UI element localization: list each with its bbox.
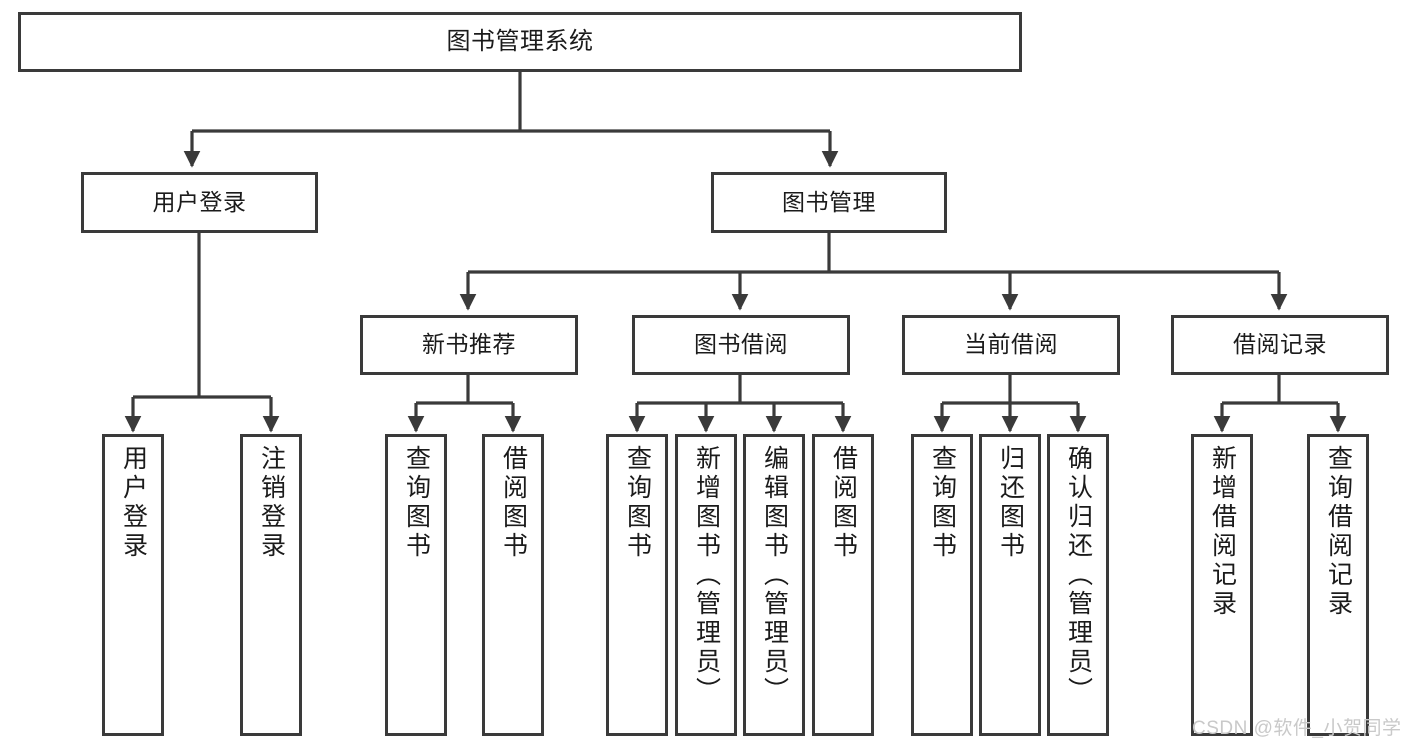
node-leaf-borrow-book-2-label: 借阅图书 — [829, 445, 858, 561]
node-new-book-rec[interactable]: 新书推荐 — [360, 315, 578, 375]
node-leaf-user-login-label: 用户登录 — [119, 445, 148, 561]
node-leaf-edit-book-label: 编辑图书（管理员） — [760, 445, 789, 706]
node-book-manage[interactable]: 图书管理 — [711, 172, 947, 233]
watermark-text: CSDN @软件_小贺同学 — [1192, 718, 1402, 739]
node-leaf-query-book-2[interactable]: 查询图书 — [606, 434, 668, 736]
node-leaf-query-book-3-label: 查询图书 — [928, 445, 957, 561]
node-leaf-add-book-label: 新增图书（管理员） — [692, 445, 721, 706]
node-book-manage-label: 图书管理 — [782, 188, 876, 215]
node-leaf-add-book[interactable]: 新增图书（管理员） — [675, 434, 737, 736]
node-leaf-confirm-return[interactable]: 确认归还（管理员） — [1047, 434, 1109, 736]
node-leaf-user-logout[interactable]: 注销登录 — [240, 434, 302, 736]
node-book-borrow-label: 图书借阅 — [694, 331, 788, 358]
node-user-login-label: 用户登录 — [152, 188, 247, 215]
node-new-book-rec-label: 新书推荐 — [422, 331, 516, 358]
node-leaf-query-record[interactable]: 查询借阅记录 — [1307, 434, 1369, 736]
node-leaf-query-book-1-label: 查询图书 — [402, 445, 431, 561]
node-leaf-add-record[interactable]: 新增借阅记录 — [1191, 434, 1253, 736]
node-leaf-return-book[interactable]: 归还图书 — [979, 434, 1041, 736]
node-current-borrow-label: 当前借阅 — [964, 331, 1058, 358]
node-borrow-record[interactable]: 借阅记录 — [1171, 315, 1389, 375]
node-borrow-record-label: 借阅记录 — [1233, 331, 1327, 358]
node-leaf-user-login[interactable]: 用户登录 — [102, 434, 164, 736]
node-leaf-add-record-label: 新增借阅记录 — [1208, 445, 1237, 619]
node-leaf-query-book-3[interactable]: 查询图书 — [911, 434, 973, 736]
node-leaf-borrow-book-1-label: 借阅图书 — [499, 445, 528, 561]
node-root[interactable]: 图书管理系统 — [18, 12, 1022, 72]
node-leaf-borrow-book-1[interactable]: 借阅图书 — [482, 434, 544, 736]
node-book-borrow[interactable]: 图书借阅 — [632, 315, 850, 375]
node-leaf-query-book-2-label: 查询图书 — [623, 445, 652, 561]
node-user-login[interactable]: 用户登录 — [81, 172, 318, 233]
node-leaf-user-logout-label: 注销登录 — [257, 445, 286, 561]
node-leaf-return-book-label: 归还图书 — [996, 445, 1025, 561]
node-leaf-edit-book[interactable]: 编辑图书（管理员） — [743, 434, 805, 736]
node-leaf-query-book-1[interactable]: 查询图书 — [385, 434, 447, 736]
node-leaf-confirm-return-label: 确认归还（管理员） — [1064, 445, 1093, 706]
node-leaf-borrow-book-2[interactable]: 借阅图书 — [812, 434, 874, 736]
node-leaf-query-record-label: 查询借阅记录 — [1324, 445, 1353, 619]
node-current-borrow[interactable]: 当前借阅 — [902, 315, 1120, 375]
node-root-label: 图书管理系统 — [446, 27, 594, 55]
